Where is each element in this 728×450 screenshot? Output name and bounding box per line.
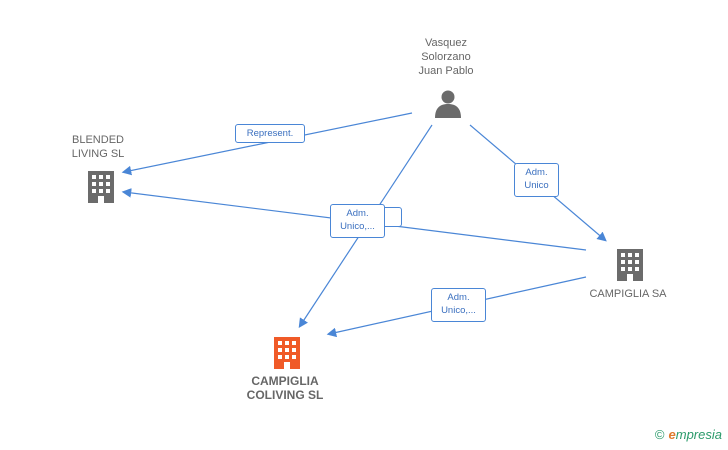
edge-label-adm-unico[interactable]: Adm. Unico: [514, 163, 559, 197]
person-label: Vasquez Solorzano Juan Pablo: [418, 37, 474, 77]
edge-label-adm-unico-ellipsis-lower[interactable]: Adm. Unico,...: [431, 288, 486, 322]
campiglia-coliving-building-icon[interactable]: [271, 335, 303, 369]
edge-label-adm-unico-ellipsis-center[interactable]: Adm. Unico,...: [330, 204, 385, 238]
edge-label-represent[interactable]: Represent.: [235, 124, 305, 143]
blended-building-icon[interactable]: [85, 169, 117, 203]
brand-logo: ©empresia: [655, 427, 722, 442]
campiglia-sa-label: CAMPIGLIA SA: [589, 288, 667, 300]
brand-first-letter: e: [668, 427, 676, 442]
brand-name: mpresia: [675, 427, 722, 442]
campiglia-coliving-label: CAMPIGLIA COLIVING SL: [246, 374, 324, 402]
copyright-icon: ©: [654, 427, 665, 442]
blended-label: BLENDED LIVING SL: [71, 134, 125, 160]
person-icon[interactable]: [433, 88, 463, 118]
campiglia-sa-building-icon[interactable]: [614, 247, 646, 281]
